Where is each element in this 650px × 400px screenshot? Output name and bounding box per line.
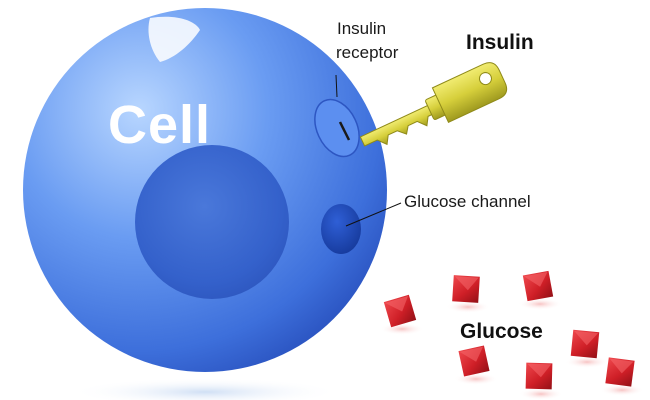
- glucose-molecules: [380, 270, 644, 400]
- insulin-label: Insulin: [466, 31, 534, 54]
- glucose-molecule: [380, 294, 424, 335]
- cell-shadow: [70, 378, 340, 400]
- glucose-molecule: [518, 270, 562, 310]
- insulin-key: [359, 62, 508, 147]
- channel-leader-line: [345, 202, 402, 227]
- glucose-molecule: [446, 275, 490, 313]
- insulin-receptor-label-line2: receptor: [336, 43, 399, 62]
- glucose-channel: [321, 204, 361, 254]
- cell-label: Cell: [108, 95, 212, 155]
- cell-highlight: [148, 16, 200, 62]
- glucose-label: Glucose: [460, 320, 543, 343]
- glucose-channel-label: Glucose channel: [404, 192, 531, 211]
- cell-nucleus: [135, 145, 289, 299]
- glucose-molecule: [600, 357, 644, 396]
- glucose-molecule: [454, 345, 498, 385]
- insulin-receptor-label-line1: Insulin: [337, 19, 387, 38]
- insulin-receptor: [314, 98, 360, 158]
- receptor-slot: [338, 121, 351, 141]
- receptor-leader-line: [335, 74, 338, 98]
- glucose-molecule: [565, 329, 609, 368]
- glucose-molecule: [519, 362, 563, 400]
